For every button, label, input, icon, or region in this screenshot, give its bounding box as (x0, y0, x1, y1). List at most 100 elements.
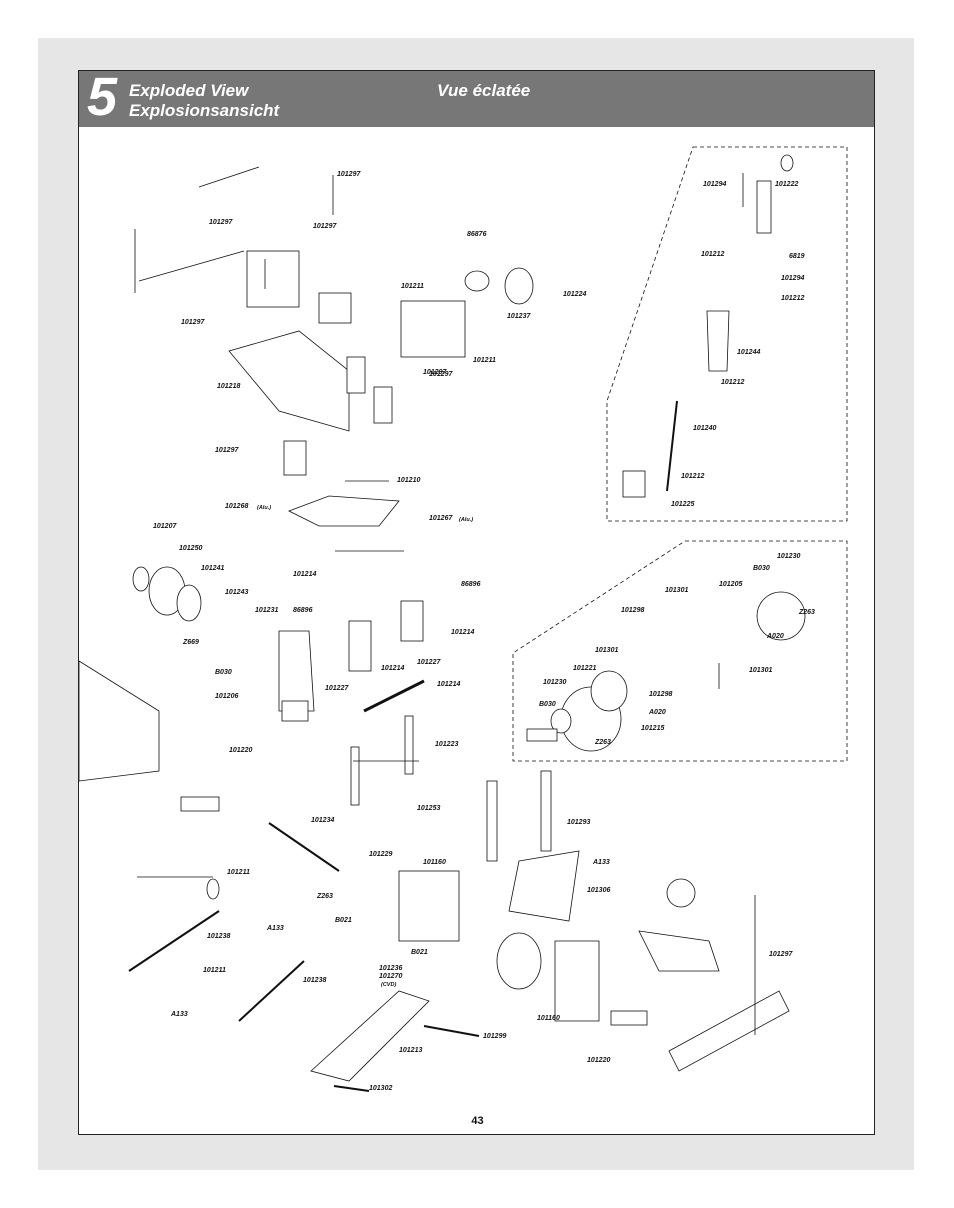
part-label: 101160 (423, 859, 446, 866)
part-label: 101297 (769, 951, 793, 958)
shock-detail-box (606, 146, 848, 522)
part-label: 101160 (537, 1015, 560, 1022)
part-label: 101298 (621, 607, 645, 614)
part-label: 101236 (379, 965, 403, 972)
upright-2 (400, 600, 424, 642)
part-label: 101297 (209, 219, 233, 226)
part-label: 101298 (649, 691, 673, 698)
part-label: B021 (335, 917, 352, 924)
part-label: 6819 (789, 253, 805, 260)
servo-spacer (318, 292, 352, 324)
part-label: 101237 (507, 313, 531, 320)
part-sub-label: (Alu.) (257, 505, 272, 511)
shock-cap (780, 154, 794, 172)
part-label: 101230 (777, 553, 801, 560)
part-label: B021 (411, 949, 428, 956)
part-label: 101243 (225, 589, 249, 596)
shock-body (756, 180, 772, 234)
part-label: 86896 (293, 607, 313, 614)
step-number: 5 (87, 67, 118, 127)
part-label: Z669 (183, 639, 199, 646)
title-english: Exploded View (129, 81, 249, 100)
upright (348, 620, 372, 672)
part-label: 101214 (381, 665, 405, 672)
part-label: 101297 (313, 223, 337, 230)
shock-shaft (666, 400, 678, 492)
part-label: 101238 (207, 933, 231, 940)
hinge-pin (423, 1025, 480, 1037)
suspension-arm (310, 990, 430, 1082)
part-label: 101212 (701, 251, 725, 258)
part-label: 101306 (587, 887, 611, 894)
diff-detail-box (512, 540, 848, 762)
part-label: 101222 (775, 181, 799, 188)
hinge-pin-2 (333, 1085, 370, 1092)
part-label: 101297 (429, 371, 453, 378)
part-label: 101297 (337, 171, 361, 178)
part-label: 101268 (225, 503, 249, 510)
part-label: 101211 (227, 869, 250, 876)
diff-bearing (550, 708, 572, 734)
linkage-rod (198, 166, 260, 188)
part-label: 101223 (435, 741, 459, 748)
servo-saver-horn (504, 267, 534, 305)
title-german: Explosionsansicht (129, 101, 280, 120)
part-sub-label: (Alu.) (459, 517, 474, 523)
link-arm (363, 679, 425, 713)
part-label: 101229 (369, 851, 393, 858)
part-label: 101205 (719, 581, 743, 588)
part-label: 101227 (417, 659, 441, 666)
part-label: 101297 (215, 447, 239, 454)
part-label: 101244 (737, 349, 761, 356)
part-label: A020 (767, 633, 784, 640)
part-label: 86896 (461, 581, 481, 588)
part-label: 101214 (437, 681, 461, 688)
part-label: 101225 (671, 501, 695, 508)
part-label: 101211 (203, 967, 226, 974)
body-post-2 (540, 770, 552, 852)
part-label: 101220 (229, 747, 253, 754)
gearbox-mount (278, 630, 315, 712)
gearbox-plate (508, 850, 580, 922)
part-label: 101293 (567, 819, 591, 826)
part-label: 101221 (573, 665, 597, 672)
part-label: 86876 (467, 231, 487, 238)
part-label: Z263 (595, 739, 611, 746)
part-label: 101301 (749, 667, 773, 674)
exploded-view-diagram (79, 146, 848, 1092)
hinge-block-2 (373, 386, 393, 424)
gearbox-housing (398, 870, 460, 942)
part-sub-label-wrap: (Alu.) (459, 516, 473, 524)
part-label: 101218 (217, 383, 241, 390)
pillar-2 (404, 715, 414, 775)
part-label: B030 (753, 565, 770, 572)
part-label: 101210 (397, 477, 421, 484)
post (283, 440, 307, 476)
part-label: B030 (215, 669, 232, 676)
part-label: 101301 (665, 587, 689, 594)
part-label: 101231 (255, 607, 279, 614)
part-label: 101211 (401, 283, 424, 290)
receiver-box (400, 300, 466, 358)
part-label: Z263 (317, 893, 333, 900)
part-label: 101253 (417, 805, 441, 812)
shock-spring (706, 310, 730, 372)
part-sub-label: (CVD) (381, 982, 397, 988)
bearing (132, 566, 150, 592)
part-label: 101294 (781, 275, 805, 282)
part-label: 101211 (473, 357, 496, 364)
part-label: 101206 (215, 693, 239, 700)
pillar-1 (350, 746, 360, 806)
ball-end (206, 878, 220, 900)
part-label: 101212 (681, 473, 705, 480)
part-label: 101234 (311, 817, 335, 824)
part-label: 101240 (693, 425, 717, 432)
chassis-plate (79, 660, 160, 782)
part-label: 101215 (641, 725, 665, 732)
part-label: 101230 (543, 679, 567, 686)
gearbox-block (281, 700, 309, 722)
servo-part (246, 250, 300, 308)
turnbuckle-1 (128, 910, 220, 972)
diff-gasket (590, 670, 628, 712)
part-label: 101270 (379, 973, 403, 980)
